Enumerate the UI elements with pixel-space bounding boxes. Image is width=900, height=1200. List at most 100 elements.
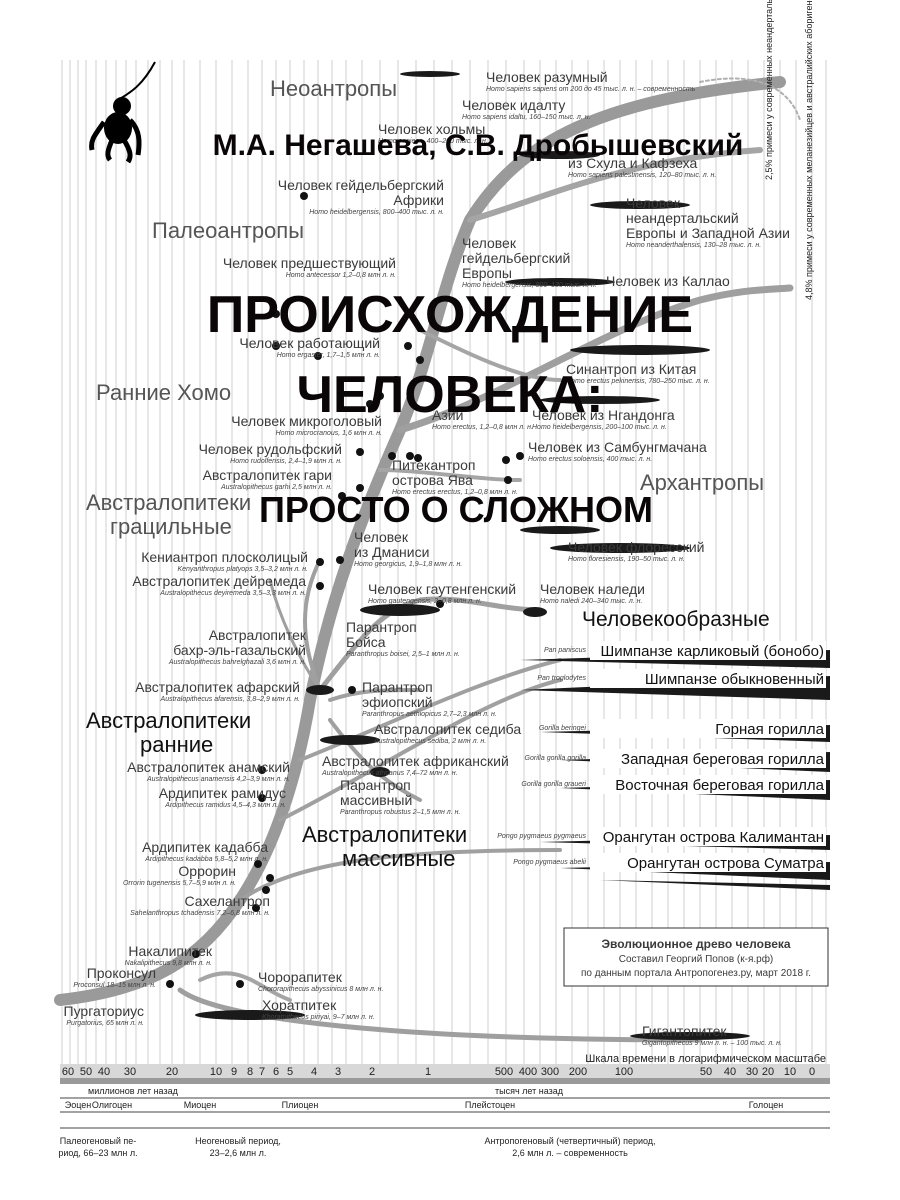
taxon-latin: Homo sapiens, 400–200 тыс. л. н. [378,138,488,145]
taxon-name: Человек [462,235,517,251]
taxon-name: из Схула и Кафзеха [568,155,698,171]
taxon-latin: Australopithecus afarensis, 3,8–2,9 млн … [160,696,301,703]
taxon-latin: Australopithecus bahrelghazali 3,6 млн л… [168,659,306,666]
taxon-name: эфиопский [362,694,433,710]
taxon-latin: Paranthropus aethiopicus 2,7–2,3 млн л. … [362,711,497,718]
credits-line2: по данным портала Антропогенез.ру, март … [581,968,811,979]
ape-label-bg [590,719,826,738]
taxon-name: Человек идалту [462,97,565,113]
node-dot [236,980,244,988]
taxon-name: из Дманиси [354,544,429,560]
node-dot [316,582,324,590]
taxon-latin: Homo erectus pekinensis, 780–250 тыс. л.… [566,378,710,385]
million-tick: 1 [425,1066,431,1078]
node-dot [166,980,174,988]
taxon-name: Человек разумный [486,69,608,85]
taxon-latin: Homo erectus, 1,2–0,8 млн л. н. [432,424,533,431]
taxon-latin: Homo ergaster, 1,7–1,5 млн л. н. [277,352,380,359]
taxon-name: Питекантроп [392,457,475,473]
node-dot [266,874,274,882]
taxon-latin: Homo sapiens idaltu, 160–150 тыс. л. н. [462,114,591,121]
taxon-latin: Homo gautengensis, 2–0,8 млн л. н. [368,598,482,605]
taxon-name: Человек [626,195,681,211]
group-neoanthropes: Неоантропы [270,76,397,101]
taxon-name: Человек флоресский [568,539,705,555]
taxon-name: Человек [354,529,409,545]
taxon-name: Человек из Каллао [606,273,730,289]
taxon-name: Человек микроголовый [231,413,382,429]
ape-name: Шимпанзе обыкновенный [645,671,824,688]
taxon-latin: Homo neanderthalensis, 130–28 тыс. л. н. [626,242,761,249]
period-label: риод, 66–23 млн л. [58,1148,137,1158]
group-robust-2: массивные [342,846,456,871]
taxon-name: Австралопитек африканский [322,753,509,769]
group-early-homo: Ранние Хомо [96,380,231,405]
taxon-latin: Australopithecus africanus 7,4–72 млн л.… [321,770,458,777]
epoch-label: Плиоцен [282,1100,319,1110]
node-dot [406,452,414,460]
million-tick: 30 [124,1066,136,1078]
taxon-latin: Homo heidelbergensis, 800–400 тыс. л. н. [309,209,444,216]
million-tick: 20 [166,1066,178,1078]
scale-caption: Шкала времени в логарифмическом масштабе [585,1053,826,1065]
ape-latin: Gorilla beringei [539,725,587,732]
taxon-name: Человек рудольфский [199,441,342,457]
monkey-icon [89,61,156,164]
node-dot [258,766,266,774]
credits-title: Эволюционное древо человека [601,937,790,951]
taxon-latin: Homo sapiens sapiens от 200 до 45 тыс. л… [486,85,696,93]
million-tick: 60 [62,1066,74,1078]
taxon-name: Австралопитек анамский [127,759,290,775]
taxon-name: Австралопитек [209,627,307,643]
ape-latin: Pan troglodytes [537,675,586,682]
taxon-latin: Homo floresiensis, 190–50 тыс. л. н. [568,556,685,563]
taxon-name: Проконсул [87,965,156,981]
taxon-latin: Homo georgicus, 1,9–1,8 млн л. н. [354,561,462,568]
node-dot [338,492,346,500]
epoch-label: Плейстоцен [465,1100,515,1110]
credits-box: Эволюционное древо человека Составил Гео… [563,927,829,987]
node-dot [376,392,384,400]
ape-label-bg [590,749,826,768]
epoch-label: Эоцен [65,1100,92,1110]
taxon-name: Азии [432,407,463,423]
million-tick: 3 [335,1066,341,1078]
group-archanthropes: Архантропы [640,470,764,495]
epoch-label: Голоцен [749,1100,783,1110]
taxon-latin: Homo heidelbergensis, 200–100 тыс. л. н. [532,424,667,431]
taxon-name: Австралопитек афарский [135,679,300,695]
ape-name: Орангутан острова Калимантан [603,829,824,846]
million-tick: 7 [259,1066,265,1078]
million-tick: 2 [369,1066,375,1078]
taxon-name: Сахелантроп [185,893,270,909]
million-tick: 8 [247,1066,253,1078]
admixture-a: 2,5% примеси у современных неандертальце… [764,0,774,180]
taxon-latin: Australopithecus sediba, 2 млн л. н. [373,738,486,745]
taxon-latin: Homo antecessor 1,2–0,8 млн л. н. [286,272,396,279]
taxon-latin: Homo rudolfensis, 2,4–1,9 млн л. н. [230,458,342,465]
million-tick: 5 [287,1066,293,1078]
ape-latin: Pongo pygmaeus abelii [513,859,586,866]
ape-name: Западная береговая горилла [621,751,825,768]
taxon-latin: Paranthropus boisei, 2,5–1 млн л. н. [346,651,460,658]
taxon-name: Человек гейдельбергский [278,177,444,193]
taxon-name: Австралопитек дейремеда [132,573,306,589]
node-dot [414,454,422,462]
ape-latin: Pongo pygmaeus pygmaeus [497,833,586,840]
